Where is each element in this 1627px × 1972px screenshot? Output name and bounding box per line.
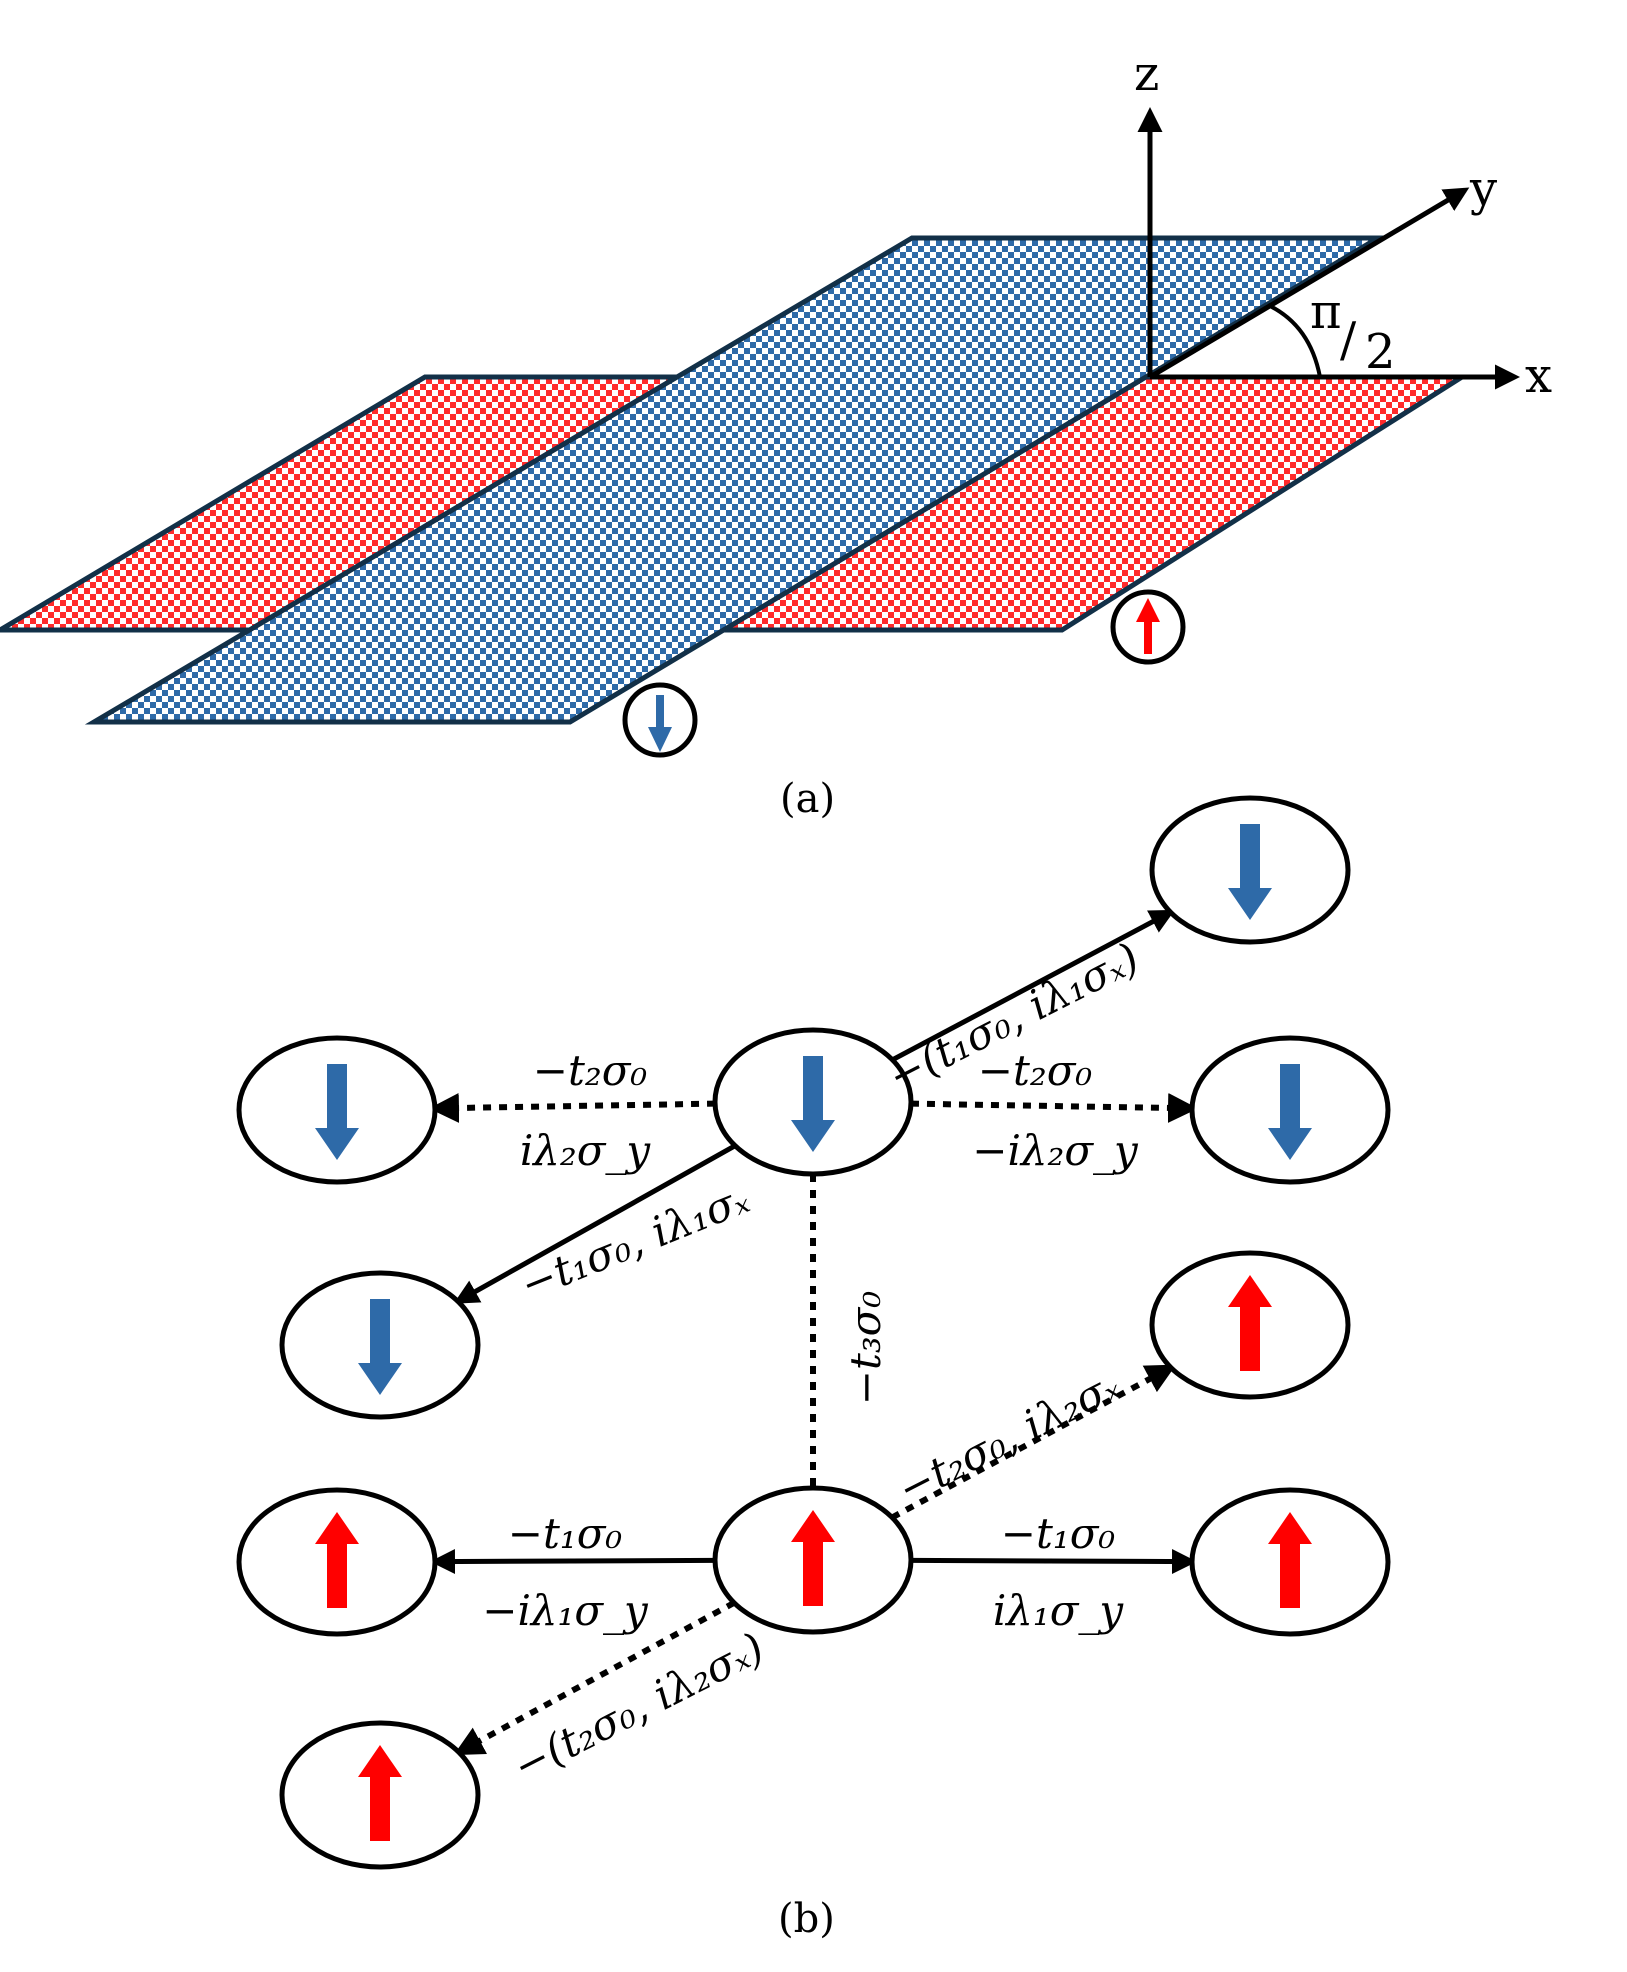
panel-b: −(t₁σ₀, iλ₁σₓ)−t₂σ₀iλ₂σ_y−t₂σ₀−iλ₂σ_y−t₁… [236,795,1391,1870]
site-up-left [236,1487,438,1637]
panel-a-label: (a) [780,776,835,822]
down-arrow-icon [1228,824,1272,920]
angle-slash: / [1340,312,1357,368]
up-arrow-icon [358,1745,402,1841]
site-up-upper-right [1149,1250,1351,1400]
angle-denominator: 2 [1365,324,1396,380]
up-arrow-icon [1228,1275,1272,1371]
x-axis-label: x [1525,348,1552,404]
site-down-left [236,1035,438,1185]
site-up-right [1189,1487,1391,1637]
site-up-center [712,1485,914,1635]
angle-arc [1267,303,1322,378]
hop-up-upper-right [890,1364,1177,1521]
down-arrow-icon [656,695,664,729]
label-down-lower-left: −t₁σ₀, iλ₁σₓ [513,1174,755,1310]
hop-down-right [910,1092,1199,1123]
label-down-left-bottom: iλ₂σ_y [520,1126,652,1175]
site-down-upper-right [1149,795,1351,945]
hop-up-lower-left [453,1600,736,1756]
label-up-right-bottom: iλ₁σ_y [993,1586,1125,1635]
down-arrow-icon [358,1299,402,1395]
hop-down-lower-left [453,1143,737,1304]
spin-down-marker [622,682,698,758]
hop-up-right [910,1549,1198,1575]
label-down-left-top: −t₂σ₀ [533,1046,648,1095]
label-interlayer: −t₃σ₀ [841,1291,890,1406]
site-down-right [1189,1035,1391,1185]
label-up-left-top: −t₁σ₀ [508,1509,623,1558]
y-axis-label: y [1469,161,1497,217]
spin-up-marker [1110,589,1186,665]
up-arrow-icon [1268,1512,1312,1608]
up-arrow-icon [791,1510,835,1606]
angle-numerator: π [1310,284,1342,340]
hop-up-left [429,1549,716,1575]
z-axis-label: z [1134,46,1159,102]
up-arrow-icon [1144,620,1152,654]
up-arrow-icon [315,1512,359,1608]
hop-down-upper-right [891,909,1175,1063]
label-up-right-top: −t₁σ₀ [1001,1509,1116,1558]
site-up-lower-left [279,1720,481,1870]
panel-a: z y x π / 2 (a) [0,46,1552,822]
label-down-right-top: −t₂σ₀ [978,1046,1093,1095]
y-axis [1148,187,1470,380]
site-down-lower-left [279,1270,481,1420]
label-down-right-bottom: −iλ₂σ_y [972,1126,1139,1175]
down-arrow-icon [315,1064,359,1160]
down-arrow-icon [1268,1064,1312,1160]
label-up-left-bottom: −iλ₁σ_y [482,1586,649,1635]
blue-plane [84,235,1388,725]
panel-b-label: (b) [778,1896,835,1942]
down-arrow-icon [791,1056,835,1152]
hop-down-left [428,1092,716,1123]
label-up-upper-right: −t₂σ₀, iλ₂σₓ [890,1360,1128,1513]
site-down-center [712,1027,914,1177]
